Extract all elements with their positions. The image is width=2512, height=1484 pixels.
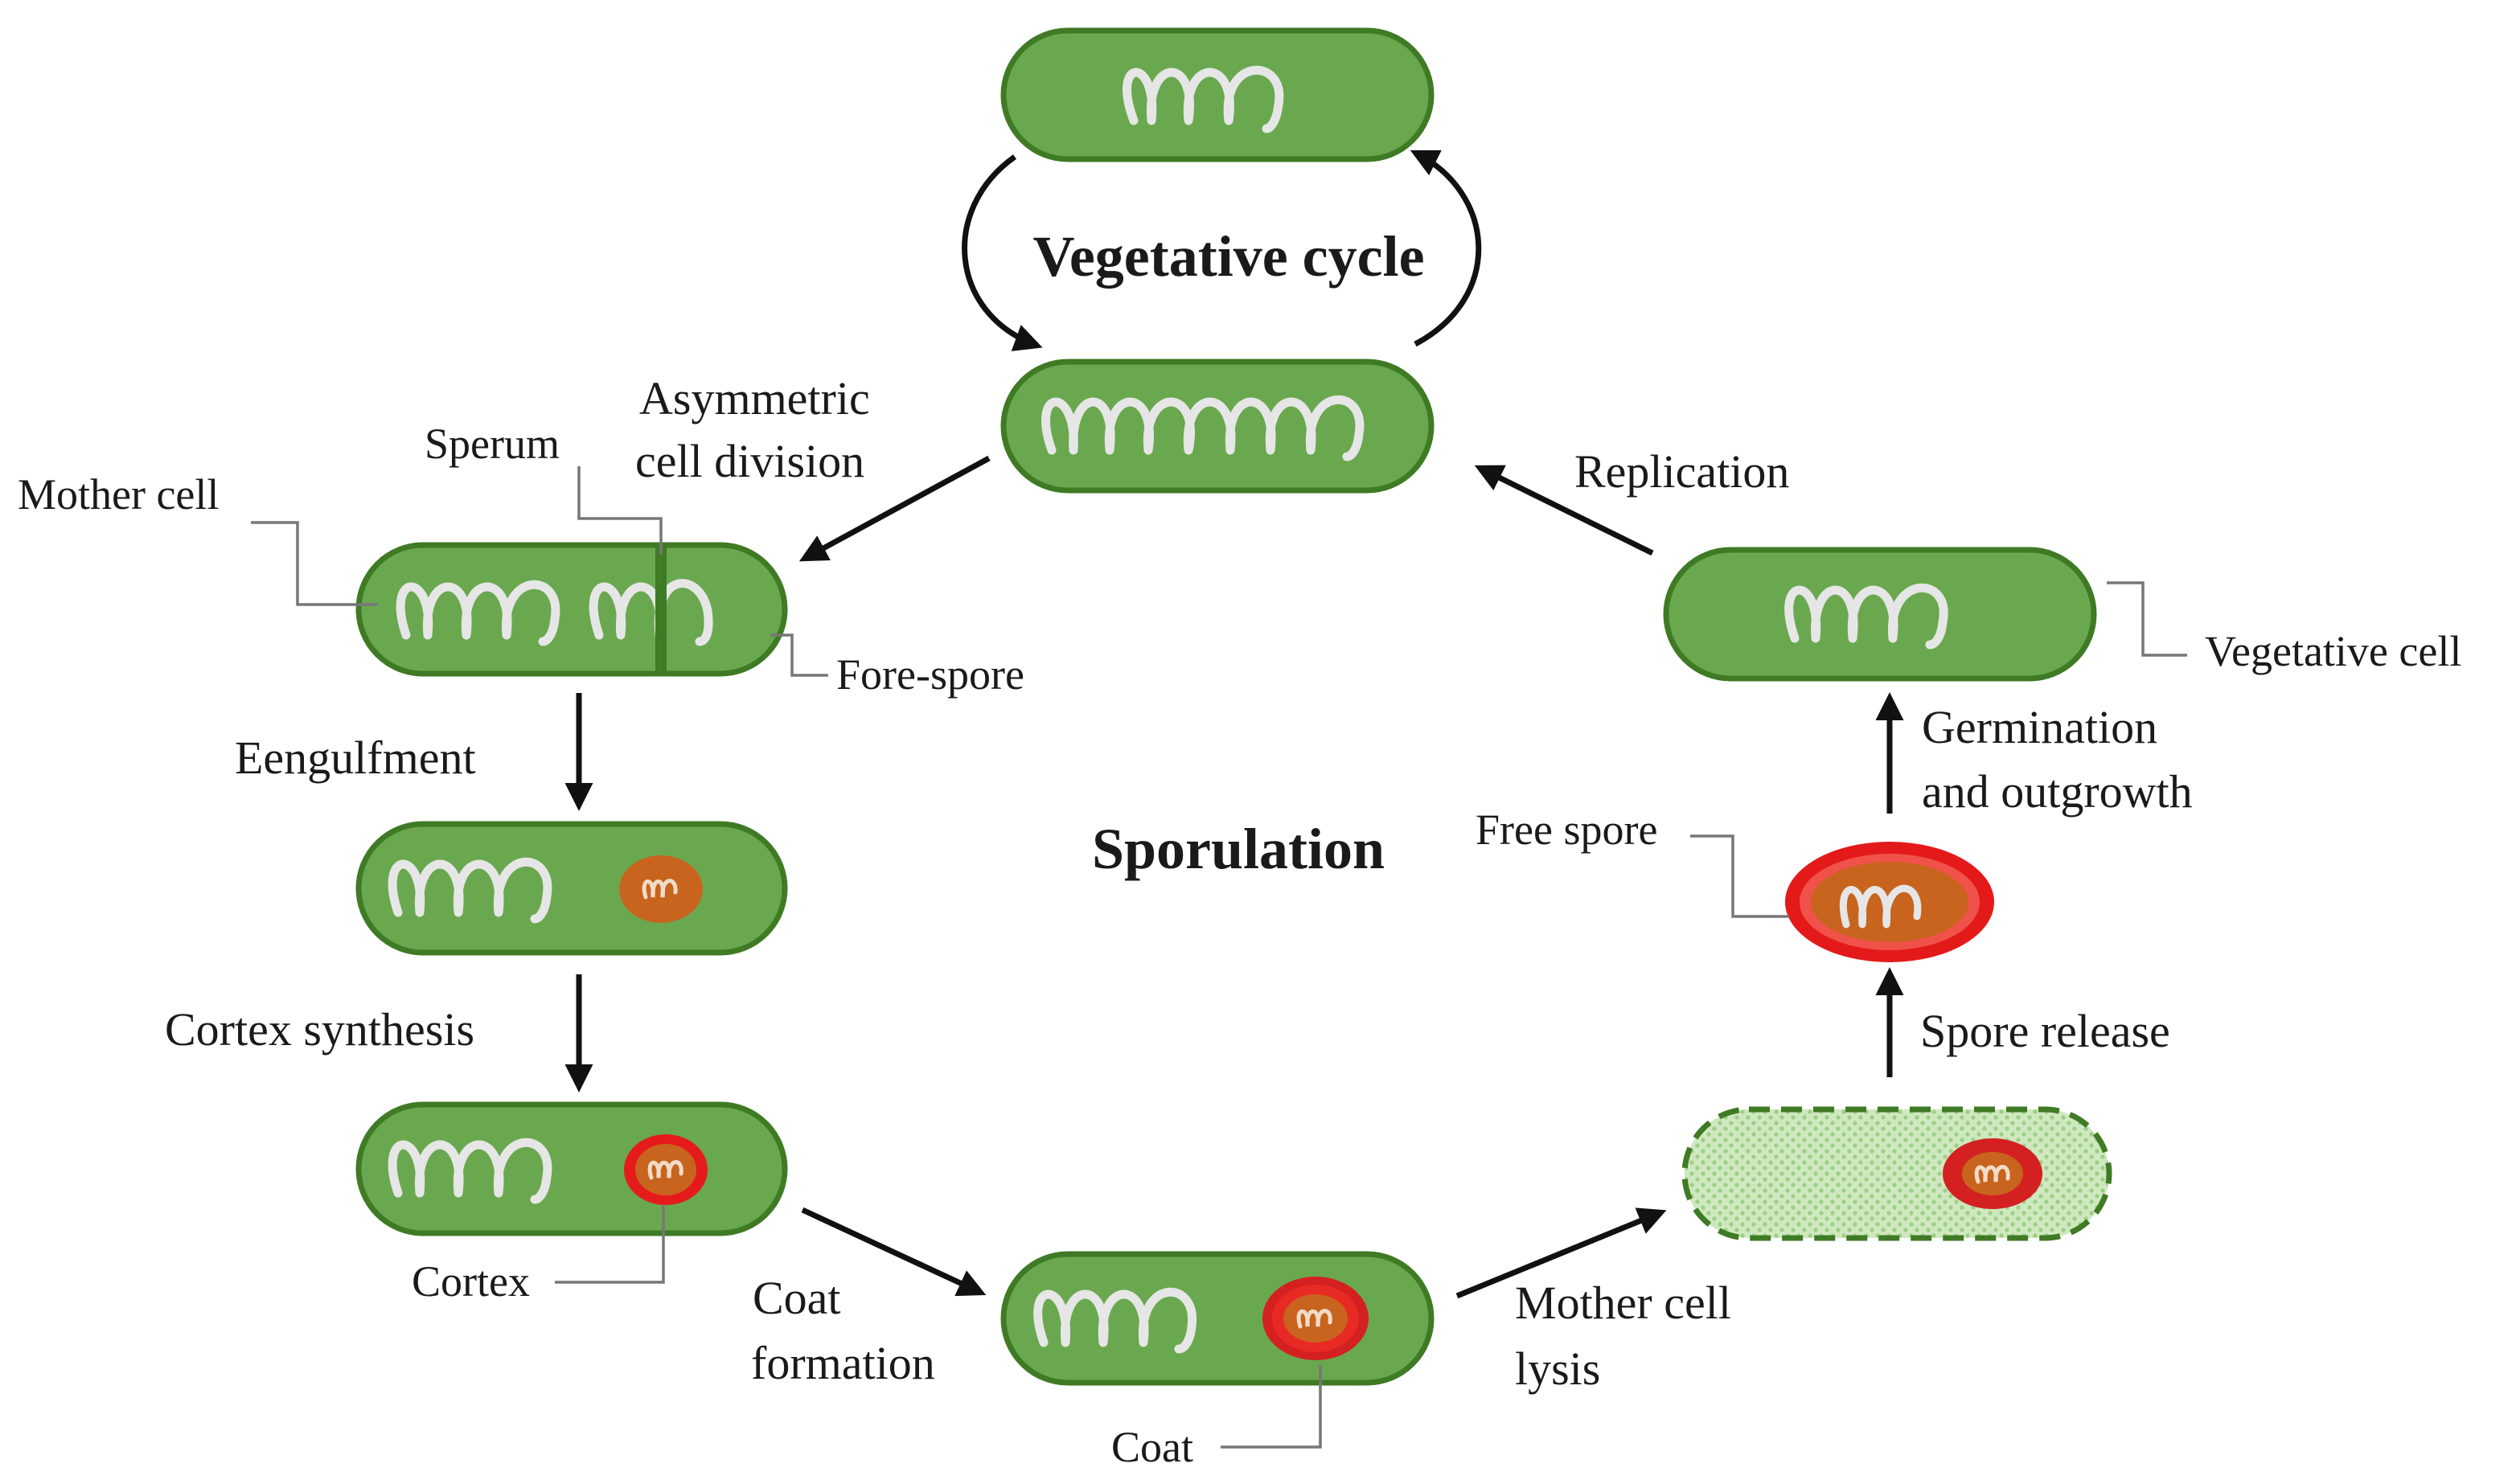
free-spore-leader xyxy=(1690,834,1789,918)
fore-spore-callout: Fore-spore xyxy=(836,650,1024,699)
forespore-coil-icon xyxy=(647,1160,683,1180)
forespore-coil-icon xyxy=(1974,1165,2010,1184)
arrow-coat-formation-icon xyxy=(801,1207,987,1297)
forespore xyxy=(1283,1294,1348,1343)
septated-cell xyxy=(355,542,788,677)
arrow-to-septation-icon xyxy=(798,455,991,562)
germination-label-2: and outgrowth xyxy=(1922,765,2193,818)
forespore-coil-icon xyxy=(642,879,678,900)
free-spore xyxy=(1785,842,1994,962)
spore-release-label: Spore release xyxy=(1920,1005,2170,1057)
forespore xyxy=(1962,1152,2023,1195)
coat-callout: Coat xyxy=(1111,1423,1193,1471)
lysed-cell-body xyxy=(1681,1106,2112,1241)
cortex-leader xyxy=(555,1206,665,1284)
engulfed-cell xyxy=(355,821,788,956)
engulfment-label: Eengulfment xyxy=(235,732,476,784)
mother-cell-leader xyxy=(251,521,378,606)
fore-spore-leader xyxy=(770,633,828,677)
sperum-leader xyxy=(577,466,663,555)
chromosome-coil-icon xyxy=(1784,583,1948,650)
forespore xyxy=(635,1144,696,1195)
cortex-callout: Cortex xyxy=(412,1257,530,1306)
mother-cell-lysis-label-2: lysis xyxy=(1515,1343,1600,1395)
vegetative-cycle-title: Vegetative cycle xyxy=(1032,224,1424,289)
replication-label: Replication xyxy=(1574,445,1789,498)
cell-body xyxy=(1000,27,1435,162)
vegetative-cell-right xyxy=(1663,547,2097,682)
cortex-synthesis-label: Cortex synthesis xyxy=(165,1003,474,1056)
coat-formation-label: Coat xyxy=(753,1272,841,1324)
arrow-mother-cell-lysis-icon xyxy=(1455,1207,1667,1299)
vegetative-cell-callout: Vegetative cell xyxy=(2205,627,2461,675)
free-spore-callout: Free spore xyxy=(1476,806,1657,854)
mother-chromosome-coil-icon xyxy=(388,1138,552,1204)
sperum-callout: Sperum xyxy=(425,420,560,468)
vegetative-cell-leader xyxy=(2107,581,2187,657)
dividing-cell xyxy=(1000,359,1435,494)
coat-formation-label-2: formation xyxy=(751,1337,935,1389)
forespore-coil-icon xyxy=(1296,1309,1332,1329)
cell-body xyxy=(1000,359,1435,494)
arrow-replication-icon xyxy=(1474,465,1654,556)
cortex-cell xyxy=(355,1101,788,1236)
cell-body xyxy=(1663,547,2097,682)
cell-body xyxy=(355,821,788,956)
mother-cell-lysis-label: Mother cell xyxy=(1515,1277,1731,1329)
germination-label: Germination xyxy=(1922,701,2157,753)
septum xyxy=(655,547,667,672)
mother-cell-callout: Mother cell xyxy=(18,470,219,519)
mother-chromosome-coil-icon xyxy=(1033,1287,1197,1354)
coat-leader xyxy=(1221,1365,1322,1449)
asymmetric-division-label: Asymmetric xyxy=(639,372,870,424)
spore-chromosome-coil-icon xyxy=(1839,884,1922,929)
chromosome-coil-icon xyxy=(1123,65,1284,133)
mother-chromosome-coil-icon xyxy=(396,580,560,646)
cycle-arrow-right-icon xyxy=(1410,150,1482,347)
mother-chromosome-coil-icon xyxy=(388,857,552,924)
cycle-arrow-left-icon xyxy=(962,154,1043,351)
lysed-mother-cell xyxy=(1681,1106,2112,1241)
chromosome-coil-icon xyxy=(1041,395,1365,461)
asymmetric-division-label-2: cell division xyxy=(635,435,864,487)
vegetative-cell-top xyxy=(1000,27,1435,162)
coated-cell xyxy=(1000,1251,1435,1386)
sporulation-title: Sporulation xyxy=(1092,817,1385,881)
cell-body xyxy=(355,542,788,677)
